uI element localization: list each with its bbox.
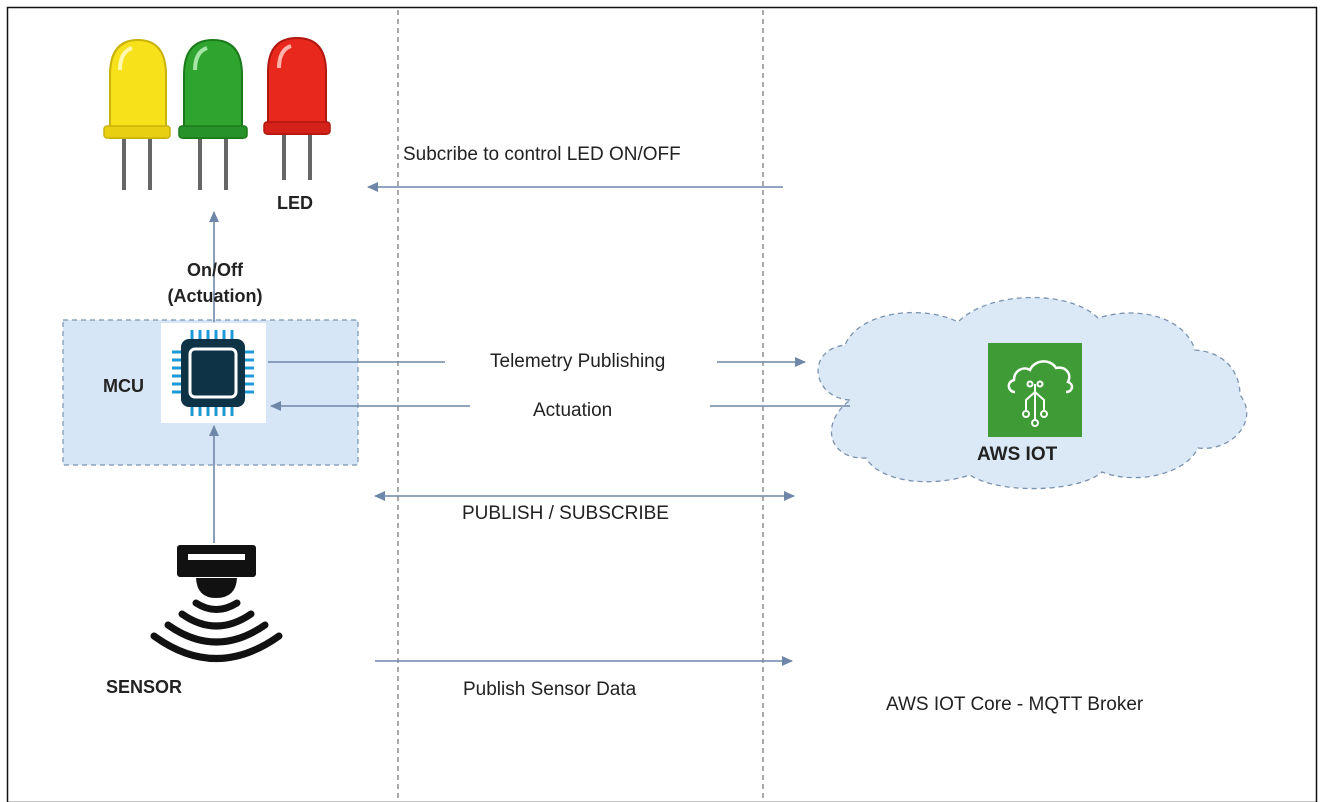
led-yellow-icon [103,38,171,190]
actuation-label: Actuation [533,400,613,421]
sensor-icon [150,545,283,662]
sensor-label: SENSOR [106,677,183,697]
led-green-icon [178,38,248,190]
pubsub-label: PUBLISH / SUBSCRIBE [462,503,669,524]
telemetry-label: Telemetry Publishing [490,351,666,372]
outer-frame [6,6,1318,802]
mcu-label: MCU [103,376,144,396]
actuation-label-line2: (Actuation) [167,286,263,306]
broker-label: AWS IOT Core - MQTT Broker [886,694,1144,715]
led-label: LED [277,193,313,213]
chip-icon [161,323,266,423]
publish-sensor-label: Publish Sensor Data [463,679,637,700]
subscribe-label: Subcribe to control LED ON/OFF [403,144,681,165]
led-red-icon [263,36,331,180]
actuation-label-line1: On/Off [187,260,243,280]
aws-iot-icon [988,343,1082,437]
aws-iot-label: AWS IOT [977,444,1058,465]
